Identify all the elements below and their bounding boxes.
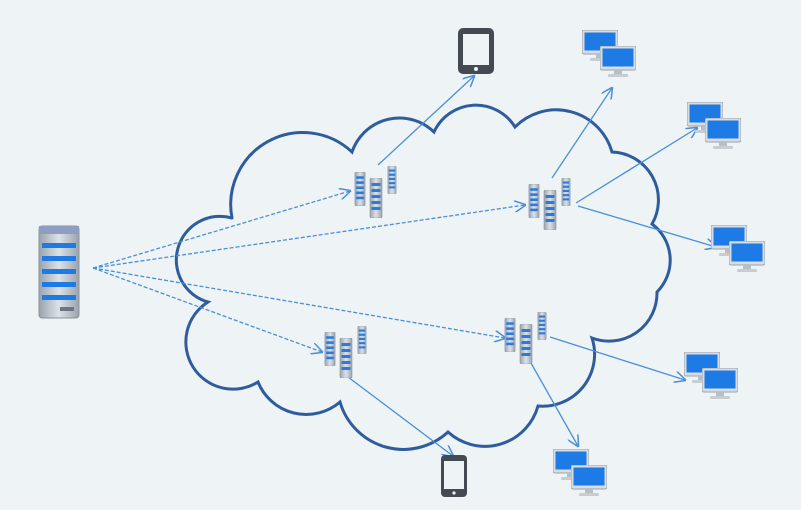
desktop-client-4-icon[interactable] [684, 352, 738, 399]
desktop-client-3-icon[interactable] [711, 225, 765, 272]
link-b-desktop-2 [575, 128, 697, 204]
link-d-desktop-4 [549, 336, 685, 380]
link-origin-cluster-b [92, 205, 525, 269]
link-origin-cluster-a [92, 191, 350, 269]
link-b-desktop-3 [577, 205, 716, 247]
link-origin-cluster-c [92, 267, 322, 352]
smartphone-icon[interactable] [441, 455, 467, 497]
edge-server-cluster-a-icon[interactable] [355, 166, 396, 218]
desktop-client-1-icon[interactable] [582, 30, 636, 77]
link-c-phone [347, 376, 453, 456]
edge-server-cluster-d-icon[interactable] [505, 312, 546, 364]
edge-server-cluster-b-icon[interactable] [529, 178, 570, 230]
origin-links [92, 191, 525, 352]
desktop-client-5-icon[interactable] [553, 449, 607, 496]
link-a-tablet [377, 76, 474, 166]
link-origin-cluster-d [92, 267, 505, 338]
tablet-icon[interactable] [458, 28, 494, 74]
desktop-client-2-icon[interactable] [687, 102, 741, 149]
client-links [347, 76, 716, 456]
edge-server-cluster-c-icon[interactable] [325, 326, 366, 378]
link-d-desktop-5 [526, 355, 578, 446]
origin-server-icon[interactable] [38, 225, 80, 319]
cloud-network [174, 103, 672, 451]
link-b-desktop-1 [551, 88, 612, 179]
